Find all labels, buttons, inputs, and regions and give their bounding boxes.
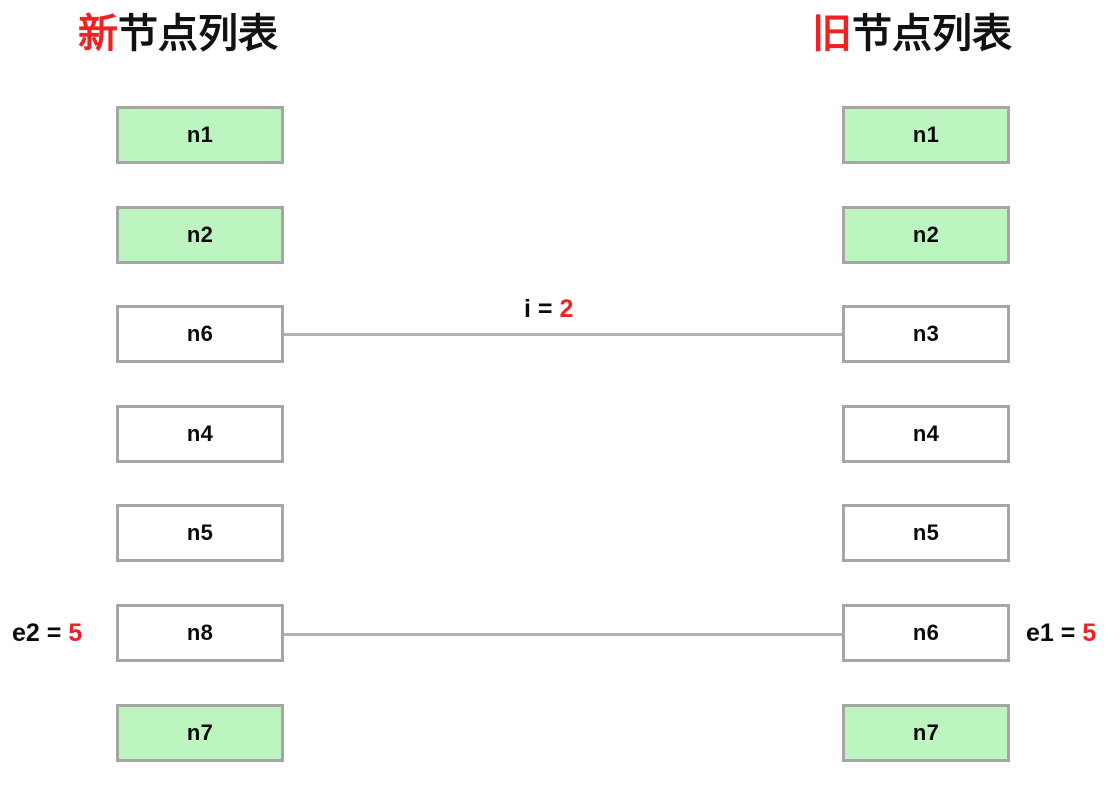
old-node-n3[interactable]: n3	[842, 305, 1010, 363]
new-list-title-rest: 节点列表	[118, 12, 278, 56]
old-node-n6[interactable]: n6	[842, 604, 1010, 662]
node-label: n7	[186, 720, 214, 745]
old-list-title-rest: 节点列表	[852, 12, 1012, 56]
new-end-pointer-eq: =	[46, 619, 62, 647]
old-end-pointer-label: e1 = 5	[1026, 618, 1096, 648]
node-label: n6	[186, 321, 214, 346]
connector-new-n8-to-old-n6	[284, 633, 842, 636]
old-node-n1[interactable]: n1	[842, 106, 1010, 164]
node-label: n6	[912, 620, 940, 645]
new-node-n8[interactable]: n8	[116, 604, 284, 662]
old-list-title-highlight: 旧	[812, 12, 852, 56]
new-node-n1[interactable]: n1	[116, 106, 284, 164]
node-label: n2	[912, 222, 940, 247]
new-list-title-highlight: 新	[78, 12, 118, 56]
old-node-n2[interactable]: n2	[842, 206, 1010, 264]
new-node-n6[interactable]: n6	[116, 305, 284, 363]
node-label: n7	[912, 720, 940, 745]
old-end-pointer-eq: =	[1060, 619, 1076, 647]
new-node-n7[interactable]: n7	[116, 704, 284, 762]
index-pointer-value: 2	[559, 295, 574, 323]
index-pointer-name: i	[524, 295, 531, 323]
node-label: n4	[912, 421, 940, 446]
old-list-title: 旧节点列表	[812, 10, 1012, 58]
node-label: n4	[186, 421, 214, 446]
new-end-pointer-value: 5	[68, 619, 83, 647]
new-node-n4[interactable]: n4	[116, 405, 284, 463]
node-label: n1	[912, 122, 940, 147]
new-end-pointer-name: e2	[12, 619, 40, 647]
old-node-n7[interactable]: n7	[842, 704, 1010, 762]
node-label: n5	[186, 520, 214, 545]
old-end-pointer-value: 5	[1082, 619, 1097, 647]
node-label: n5	[912, 520, 940, 545]
new-node-n2[interactable]: n2	[116, 206, 284, 264]
connector-new-n6-to-old-n3	[284, 333, 842, 336]
node-label: n3	[912, 321, 940, 346]
new-list-title: 新节点列表	[78, 10, 278, 58]
old-end-pointer-name: e1	[1026, 619, 1054, 647]
new-node-n5[interactable]: n5	[116, 504, 284, 562]
index-pointer-label: i = 2	[524, 294, 573, 324]
new-end-pointer-label: e2 = 5	[12, 618, 82, 648]
node-label: n2	[186, 222, 214, 247]
old-node-n4[interactable]: n4	[842, 405, 1010, 463]
index-pointer-eq: =	[537, 295, 553, 323]
node-label: n8	[186, 620, 214, 645]
old-node-n5[interactable]: n5	[842, 504, 1010, 562]
node-label: n1	[186, 122, 214, 147]
